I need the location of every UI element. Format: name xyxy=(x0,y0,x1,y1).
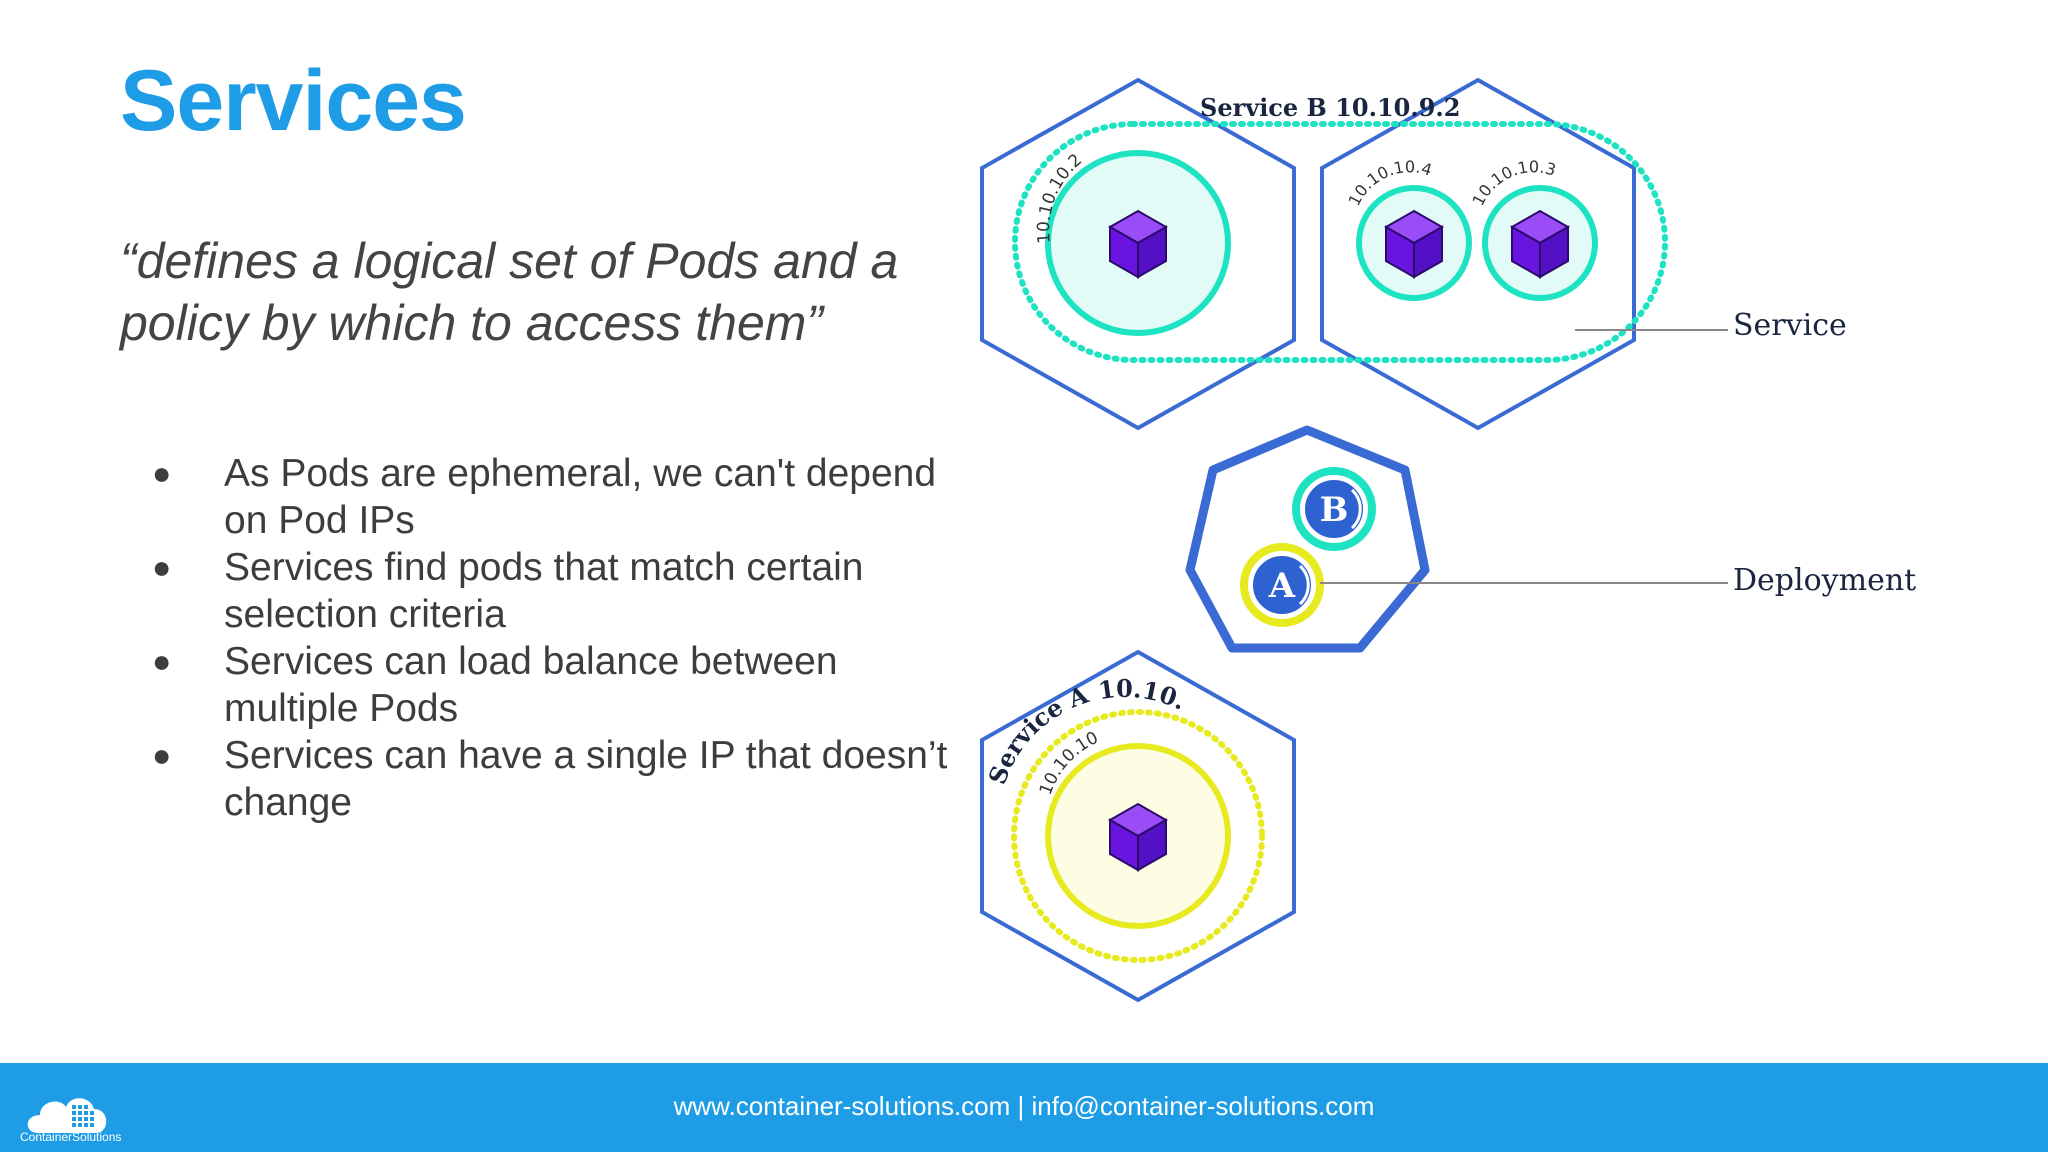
pod-10-10-10-2 xyxy=(1045,150,1231,336)
bullet-item: ● Services find pods that match certain … xyxy=(150,544,970,638)
badge-letter: A xyxy=(1268,566,1296,606)
bullet-item: ● Services can load balance between mult… xyxy=(150,638,970,732)
service-callout-label: Service xyxy=(1733,308,1847,343)
footer-bar: ContainerSolutions www.container-solutio… xyxy=(0,1063,2048,1152)
slide-title: Services xyxy=(120,53,467,149)
kubernetes-services-diagram: Service B 10.10.9.2 10.10.10.2 10.10.10.… xyxy=(960,60,1916,1003)
refresh-icon xyxy=(1298,564,1310,606)
bullet-line: Services can load balance between xyxy=(224,640,838,683)
service-b-boundary xyxy=(1012,121,1668,363)
pod-10-10-10-4 xyxy=(1356,185,1472,301)
footer-contact[interactable]: www.container-solutions.com | info@conta… xyxy=(673,1091,1375,1121)
bullet-glyph: ● xyxy=(152,549,172,585)
bullet-line: As Pods are ephemeral, we can't depend xyxy=(224,452,937,495)
bullet-line: multiple Pods xyxy=(224,687,459,730)
refresh-icon xyxy=(1350,488,1362,530)
logo-text: ContainerSolutions xyxy=(20,1130,122,1144)
container-solutions-logo xyxy=(27,1098,107,1133)
replicaset-a-badge: A xyxy=(1240,543,1324,627)
bullet-glyph: ● xyxy=(152,643,172,679)
bullet-line: change xyxy=(224,781,352,824)
bullet-line: on Pod IPs xyxy=(224,499,415,542)
pod-10-10-10-1 xyxy=(1045,743,1231,929)
service-b-label: Service B 10.10.9.2 xyxy=(1200,93,1460,122)
bullet-line: Services find pods that match certain xyxy=(224,546,864,589)
bullet-list: ● As Pods are ephemeral, we can't depend… xyxy=(150,450,970,826)
service-a-boundary xyxy=(1011,709,1265,963)
bullet-line: Services can have a single IP that doesn… xyxy=(224,734,948,777)
quote-line: “defines a logical set of Pods and a xyxy=(120,233,899,289)
node-hexagon-right xyxy=(1320,77,1636,431)
bullet-glyph: ● xyxy=(152,737,172,773)
deployment-callout-label: Deployment xyxy=(1733,563,1916,598)
service-definition-quote: “defines a logical set of Pods and a pol… xyxy=(120,230,960,354)
badge-letter: B xyxy=(1320,490,1349,530)
replicaset-b-badge: B xyxy=(1292,467,1376,551)
bullet-line: selection criteria xyxy=(224,593,506,636)
bullet-item: ● As Pods are ephemeral, we can't depend… xyxy=(150,450,970,544)
pod-10-10-10-3 xyxy=(1482,185,1598,301)
bullet-glyph: ● xyxy=(152,455,172,491)
bullet-item: ● Services can have a single IP that doe… xyxy=(150,732,970,826)
quote-line: policy by which to access them” xyxy=(120,295,824,351)
